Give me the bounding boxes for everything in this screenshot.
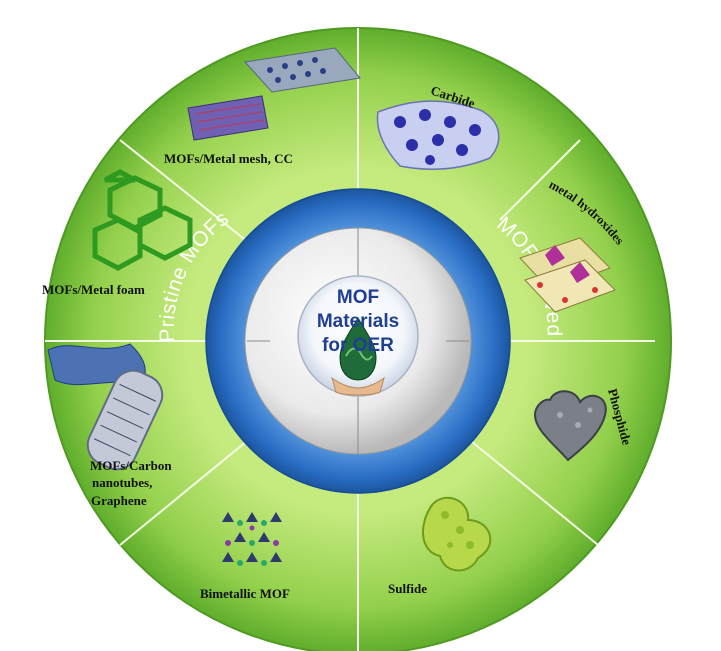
phosphide-illustration <box>533 390 607 462</box>
sulfide-illustration <box>421 496 492 572</box>
label-carbon-line3: Graphene <box>91 493 147 508</box>
segment-dividers <box>45 28 655 651</box>
carbide-illustration <box>376 100 500 170</box>
label-metal-foam: MOFs/Metal foam <box>42 282 145 297</box>
label-metal-mesh: MOFs/Metal mesh, CC <box>164 151 293 166</box>
label-carbon-line1: MOFs/Carbon <box>90 458 172 473</box>
carbon-nanotube-illustration <box>47 343 164 471</box>
center-title-line2: Materials <box>317 311 399 332</box>
center-title-line3: for OER <box>322 335 394 356</box>
metal-mesh-illustration <box>187 47 361 141</box>
label-sulfide: Sulfide <box>388 581 427 596</box>
center-title-line1: MOF <box>337 287 379 308</box>
label-carbon-line2: nanotubes, <box>92 475 152 490</box>
metal-foam-illustration <box>92 169 193 271</box>
metal-hydroxides-illustration <box>519 237 616 313</box>
label-bimetallic: Bimetallic MOF <box>200 586 290 601</box>
hands-droplet-icon <box>331 317 385 396</box>
bimetallic-mof-illustration <box>222 512 282 566</box>
